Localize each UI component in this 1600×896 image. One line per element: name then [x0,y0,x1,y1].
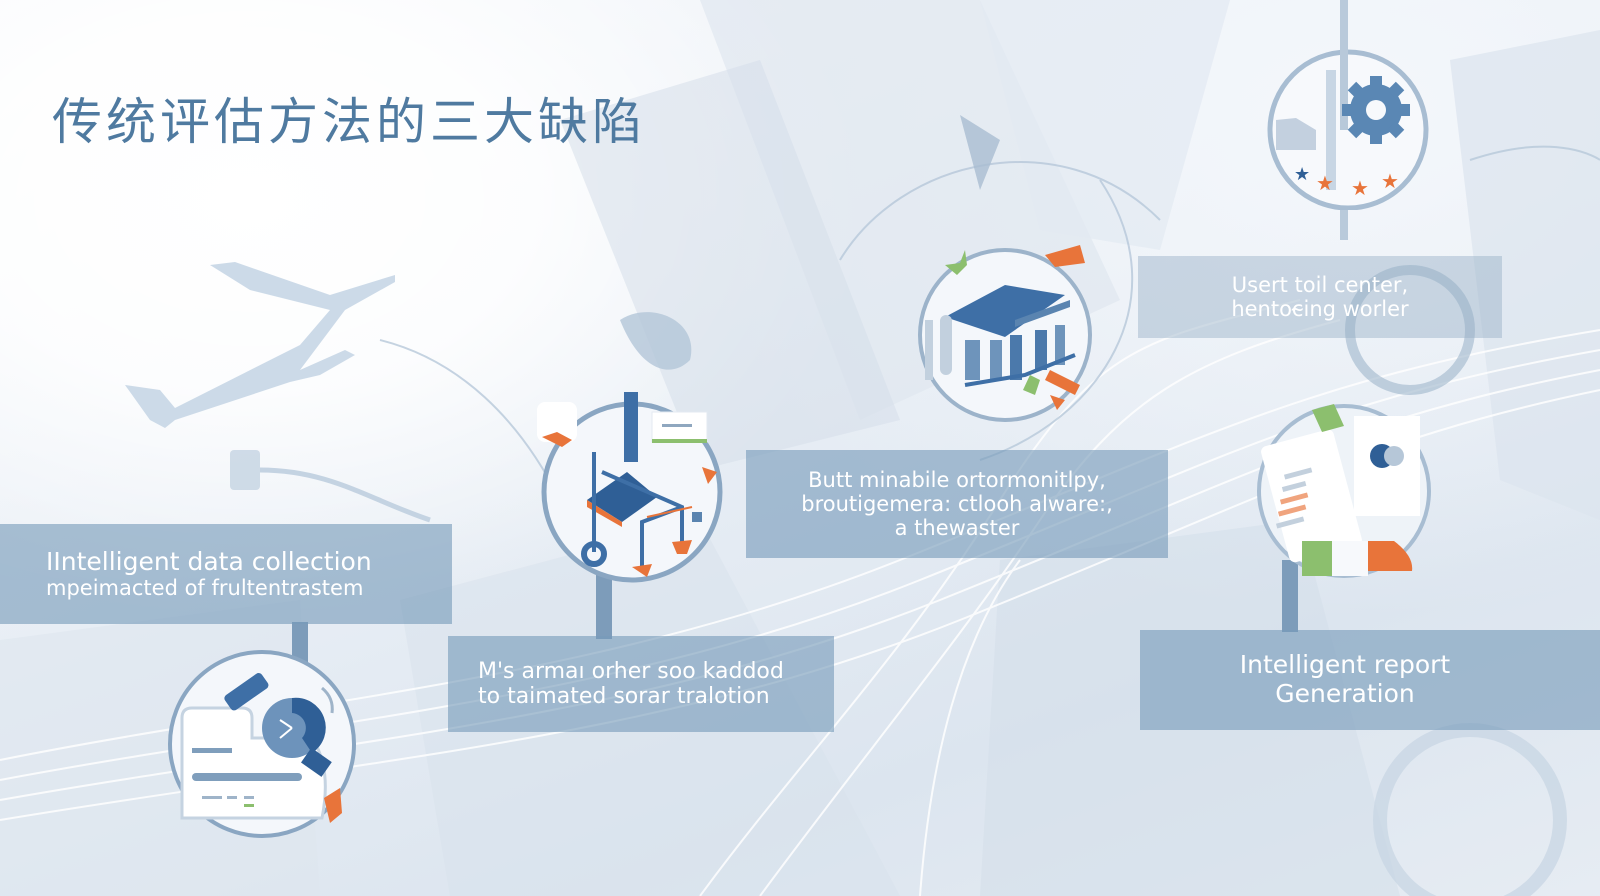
svg-text:★: ★ [1316,171,1334,195]
card-title: IIntelligent data collection [46,546,372,576]
card-data-collection: IIntelligent data collection mpeimacted … [0,524,452,624]
card-line: hentoc̴ing worler [1231,297,1409,321]
card-line: Butt minabile ortormonitlpy, [808,467,1106,492]
card-user-center: Usert toil center, hentoc̴ing worler [1138,256,1502,338]
card-line: a thewaster [894,516,1020,541]
card-report-generation: Intelligent report Generation [1140,630,1600,730]
card-line: broutigemera: ctlooh alware:, [801,491,1113,516]
card-line: Generation [1275,679,1415,708]
airplane-icon [125,262,395,428]
card-line: M's armaı orher soo kaddod [478,658,784,684]
card-monitoring: Butt minabile ortormonitlpy, broutigemer… [746,450,1168,558]
report-document-icon [1257,404,1431,578]
building-icon [918,245,1092,422]
search-document-icon [168,650,356,838]
card-analysis: M's armaı orher soo kaddod to taimated s… [448,636,834,732]
card-subtitle: mpeimacted of frultentrastem [46,576,364,601]
svg-text:★: ★ [1294,164,1310,185]
card-line: Intelligent report [1239,650,1451,680]
card-line: Usert toil center, [1231,272,1409,297]
svg-text:★: ★ [1381,169,1399,193]
chart-network-icon [537,392,723,583]
svg-text:★: ★ [1351,176,1369,200]
slide-title: 传统评估方法的三大缺陷 [52,93,646,151]
gear-rating-icon: ★ ★ ★ ★ [1267,40,1429,210]
card-line: to taimated sorar tralotion [478,684,770,709]
